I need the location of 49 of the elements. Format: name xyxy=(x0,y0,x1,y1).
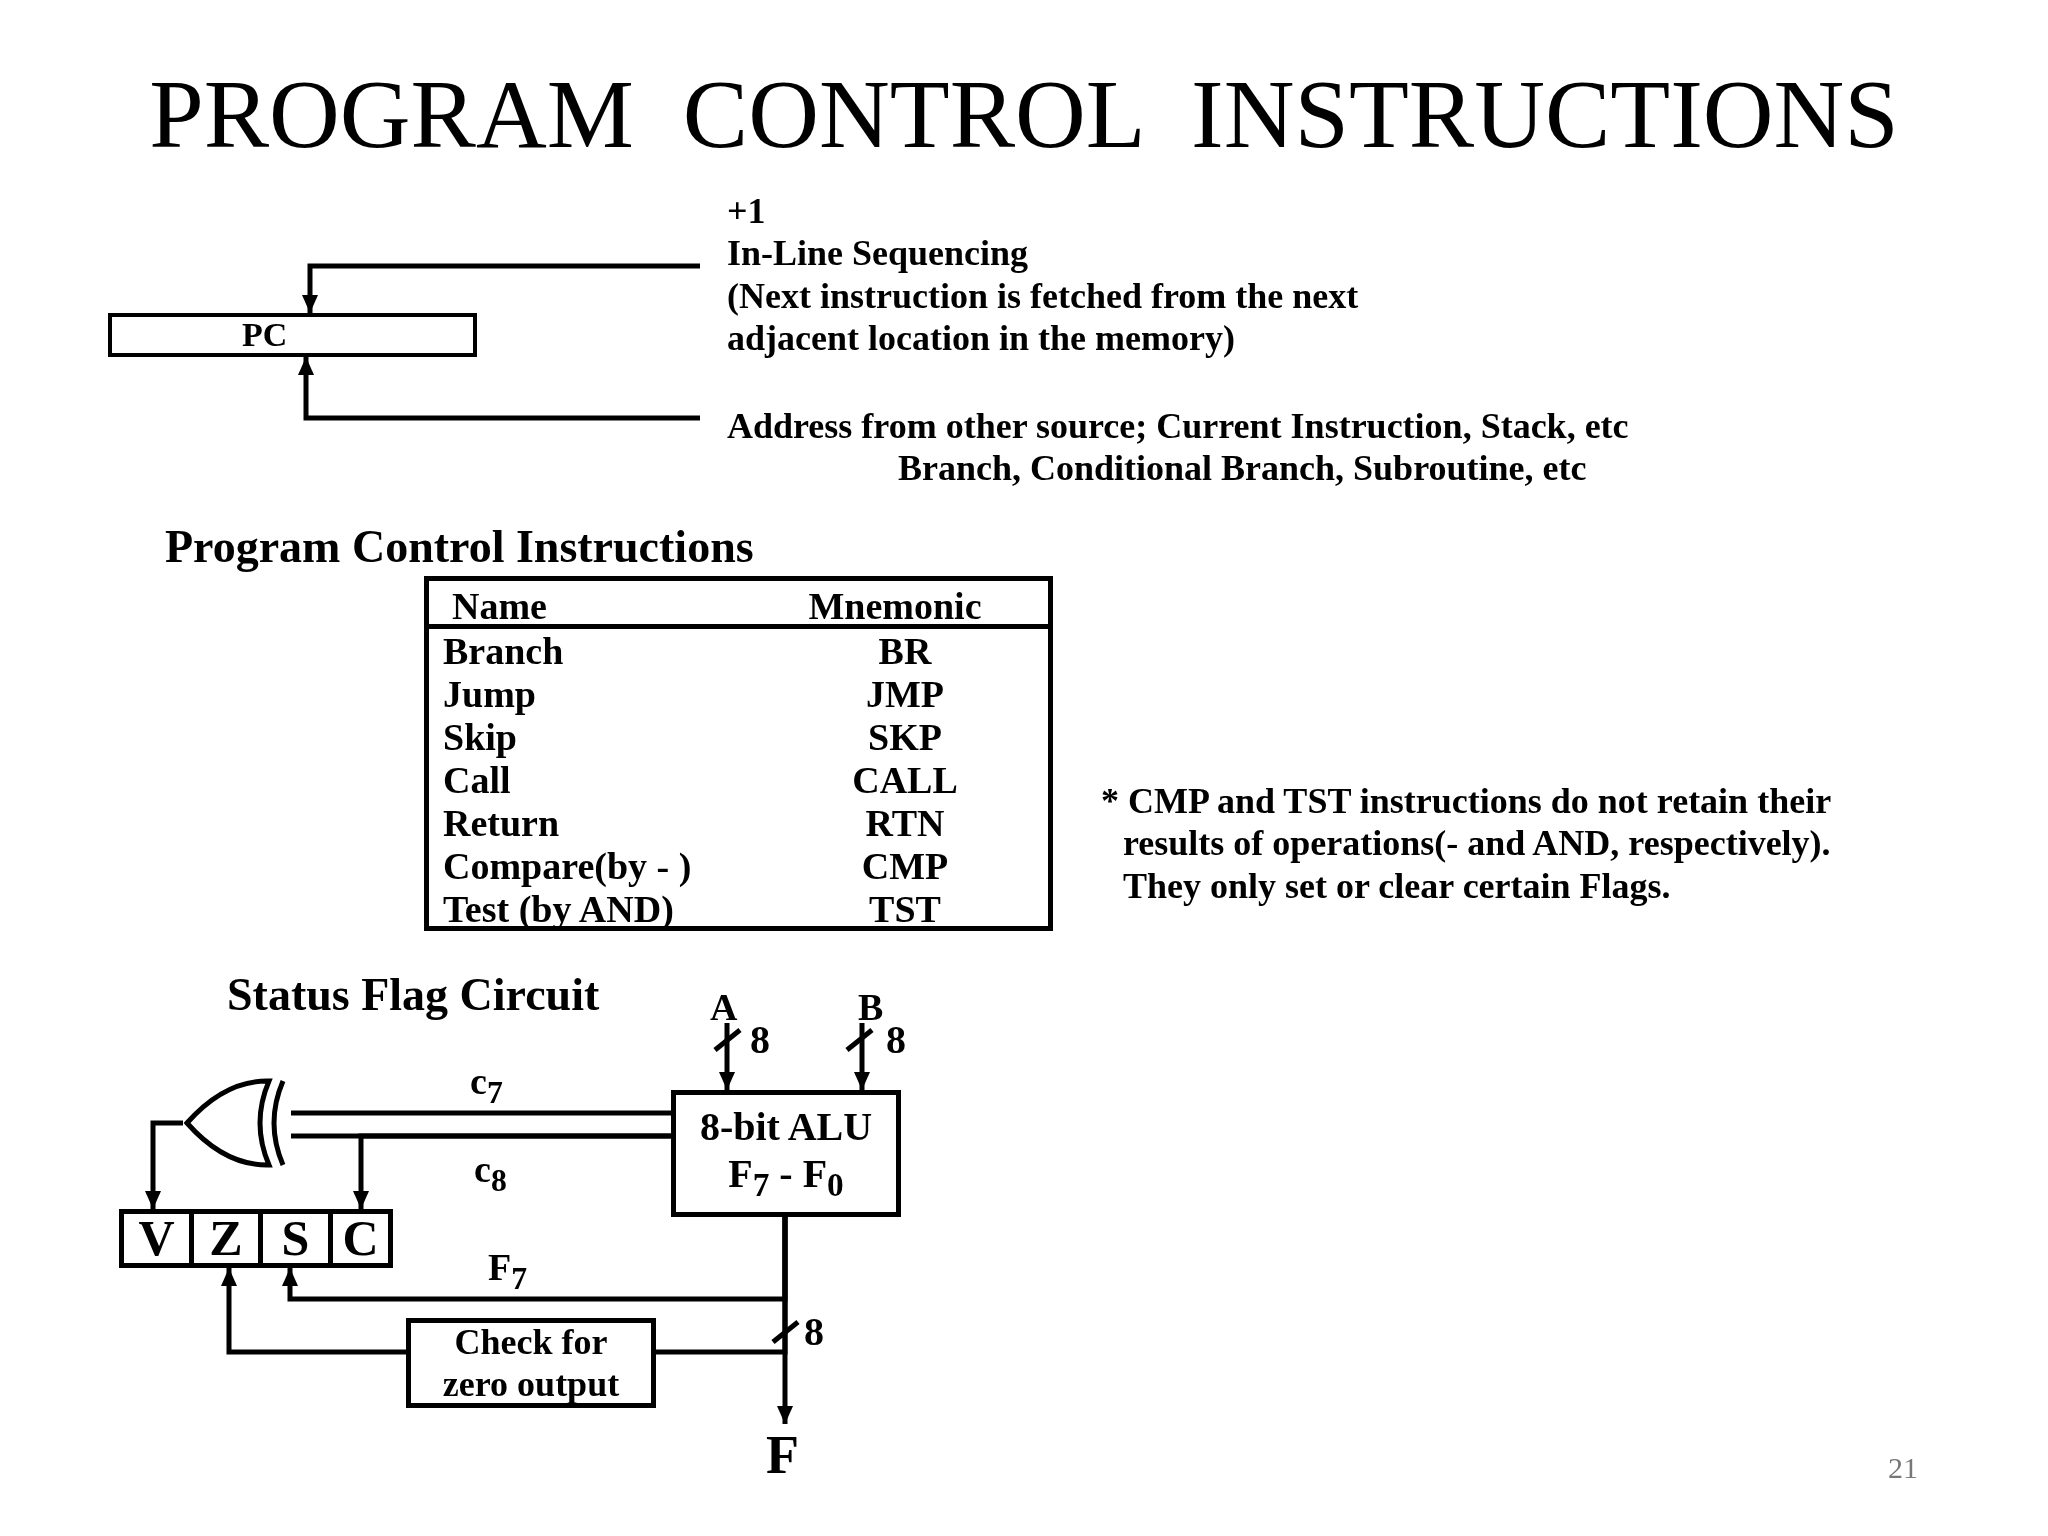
box-label: Check for zero output xyxy=(441,1320,621,1406)
table-text: Call xyxy=(443,758,511,803)
register-box xyxy=(108,313,477,357)
arrow xyxy=(145,1120,183,1209)
table-text: Compare(by - ) xyxy=(443,844,692,889)
arrow xyxy=(353,1133,671,1209)
connector-line xyxy=(291,1110,671,1116)
table-text: SKP xyxy=(867,715,943,760)
table-text: Return xyxy=(443,801,560,846)
output-label: F xyxy=(766,1424,810,1480)
flag-label: Z xyxy=(209,1209,243,1268)
annotation-text: Address from other source; Current Instruction, Stack, etc xyxy=(727,405,1629,448)
flag-label: V xyxy=(138,1209,175,1268)
arrow xyxy=(298,357,700,421)
section-heading: Status Flag Circuit xyxy=(227,968,600,1022)
flag-label: S xyxy=(281,1209,310,1268)
annotation-text: Branch, Conditional Branch, Subroutine, etc xyxy=(898,447,1587,490)
process-box xyxy=(406,1318,656,1408)
arrow xyxy=(221,1268,406,1355)
table-text: Skip xyxy=(443,715,517,760)
bus-width-label: 8 xyxy=(750,1016,770,1064)
column-header: Name xyxy=(452,584,547,629)
box-label: 8-bit ALU xyxy=(699,1102,873,1150)
table-text: Jump xyxy=(443,672,536,717)
annotation-text: In-Line Sequencing xyxy=(727,232,1029,275)
annotation-text: (Next instruction is fetched from the next adjacent location in the memory) xyxy=(727,274,1360,360)
note-text: * CMP and TST instructions do not retain their results of operations(- and AND, respectively). They only set or clear certain Flags. xyxy=(1101,780,1832,908)
table-text: BR xyxy=(877,629,933,674)
table-text: CMP xyxy=(860,844,950,889)
slide-title: PROGRAM CONTROL INSTRUCTIONS xyxy=(148,59,1900,170)
alu-box xyxy=(671,1090,901,1217)
input-label: A xyxy=(710,985,744,1023)
arrow xyxy=(719,1023,735,1090)
flag-label: C xyxy=(342,1209,379,1268)
table-text: Branch xyxy=(443,629,564,674)
register-label: PC xyxy=(242,314,288,355)
arrow xyxy=(302,263,700,313)
box-label: F$_{7}$ - F$_{0}$ xyxy=(728,1149,844,1205)
table-text: CALL xyxy=(851,758,959,803)
annotation-text: +1 xyxy=(727,190,766,233)
page-number: 21 xyxy=(1888,1450,1918,1486)
table-text: TST xyxy=(868,887,942,932)
section-heading: Program Control Instructions xyxy=(165,520,754,574)
arrow xyxy=(777,1217,793,1424)
bus-width-label: 8 xyxy=(804,1308,824,1356)
column-header: Mnemonic xyxy=(807,584,983,629)
arrow xyxy=(854,1023,870,1090)
table-text: RTN xyxy=(864,801,946,846)
table-text: JMP xyxy=(864,672,946,717)
